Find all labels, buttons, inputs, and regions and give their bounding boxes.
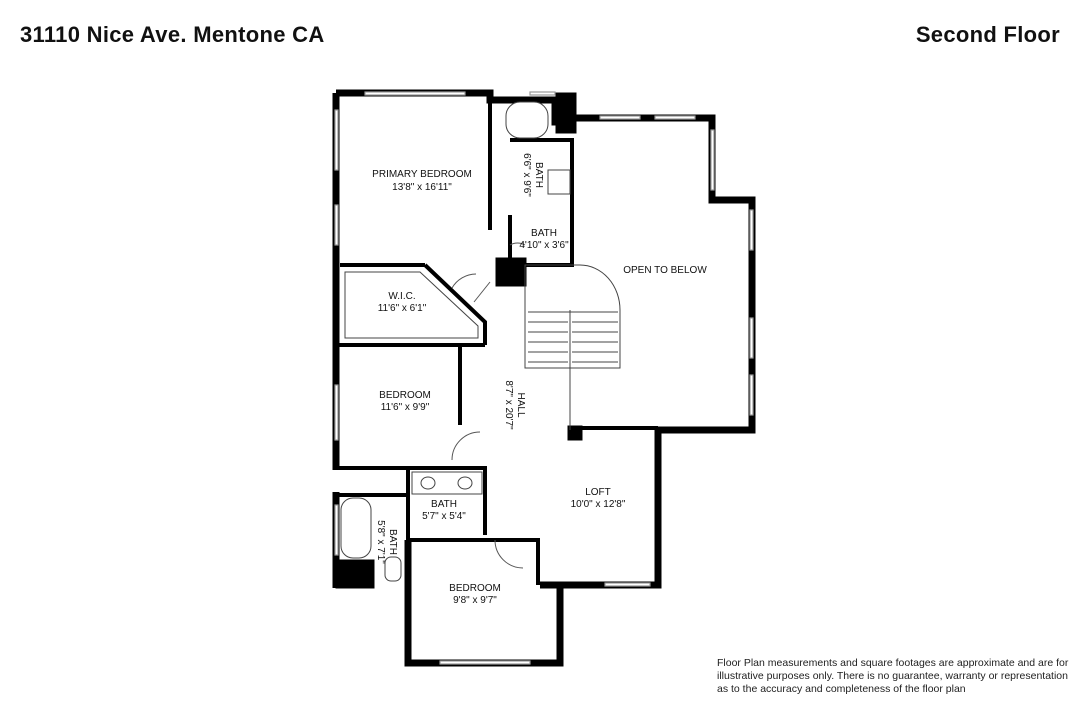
- wall-block: [335, 559, 375, 589]
- window: [604, 582, 651, 587]
- door-swing: [473, 281, 491, 303]
- window: [334, 504, 339, 556]
- bathtub-icon: [340, 497, 372, 559]
- window: [749, 209, 754, 251]
- window: [334, 204, 339, 246]
- disclaimer-line: Floor Plan measurements and square foota…: [717, 657, 1069, 669]
- room-name-bedroom-1: BEDROOM: [379, 390, 431, 401]
- property-address: 31110 Nice Ave. Mentone CA: [20, 22, 325, 47]
- room-dims-bath-hall: 5'7" x 5'4": [422, 511, 466, 522]
- window: [710, 129, 715, 191]
- room-dims-bedroom-2: 9'8" x 9'7": [453, 595, 497, 606]
- room-dims-wic: 11'6" x 6'1": [378, 303, 427, 314]
- room-name-bath-small: BATH: [531, 228, 557, 239]
- stair-treads: [528, 311, 618, 363]
- room-name-loft: LOFT: [585, 487, 611, 498]
- disclaimer: Floor Plan measurements and square foota…: [717, 657, 1072, 696]
- window: [364, 91, 466, 96]
- interior-wall: [338, 466, 487, 535]
- window: [439, 660, 531, 665]
- closet-shelf: [344, 271, 479, 339]
- window: [599, 115, 641, 120]
- window: [749, 317, 754, 359]
- disclaimer-line: as to the accuracy and completeness of t…: [717, 683, 966, 695]
- sink-icon: [457, 476, 473, 490]
- window: [654, 115, 696, 120]
- room-dims-primary-bedroom: 13'8" x 16'11": [392, 182, 452, 193]
- toilet-icon: [384, 556, 402, 582]
- interior-wall: [423, 263, 487, 345]
- door-swing: [451, 273, 477, 289]
- room-dims-bath-small: 4'10" x 3'6": [519, 240, 569, 251]
- room-dims-bedroom-1: 11'6" x 9'9": [381, 402, 430, 413]
- room-dims-bath-side: 5'8" x 7'1": [375, 520, 386, 564]
- window: [749, 374, 754, 416]
- room-dims-hall: 8'7" x 20'7": [503, 380, 514, 430]
- staircase: [524, 264, 621, 369]
- floor-label: Second Floor: [915, 22, 1060, 47]
- wall-block: [495, 257, 527, 287]
- vanity-icon: [547, 169, 571, 195]
- door-swing: [494, 539, 524, 569]
- room-name-wic: W.I.C.: [388, 291, 415, 302]
- room-name-open-to-below: OPEN TO BELOW: [623, 265, 707, 276]
- window: [529, 91, 556, 96]
- room-name-primary-bedroom: PRIMARY BEDROOM: [372, 169, 472, 180]
- room-name-bath-side: BATH: [387, 529, 398, 555]
- room-name-hall: HALL: [515, 392, 526, 417]
- bathtub-icon: [505, 101, 549, 139]
- window: [334, 384, 339, 441]
- wall-block: [555, 92, 577, 134]
- disclaimer-line: illustrative purposes only. There is no …: [717, 670, 1068, 682]
- room-name-bath-hall: BATH: [431, 499, 457, 510]
- room-dims-bath-primary: 6'6" x 9'6": [521, 153, 532, 197]
- room-name-bedroom-2: BEDROOM: [449, 583, 501, 594]
- window: [334, 109, 339, 171]
- sink-icon: [420, 476, 436, 490]
- room-name-bath-primary: BATH: [533, 162, 544, 188]
- room-dims-loft: 10'0" x 12'8": [571, 499, 626, 510]
- door-swing: [451, 431, 481, 461]
- door-swing: [509, 242, 526, 246]
